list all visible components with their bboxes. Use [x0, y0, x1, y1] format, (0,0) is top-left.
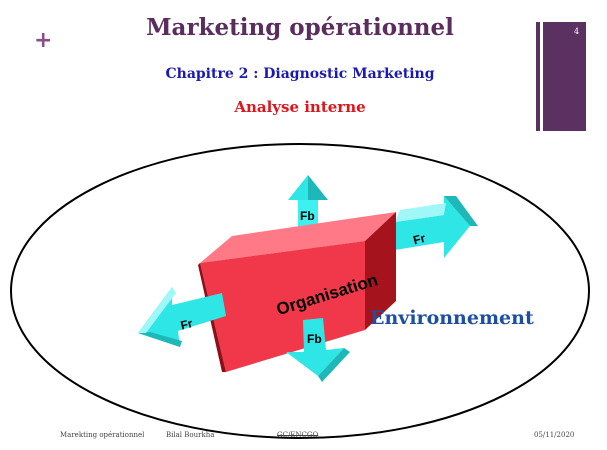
footer-date: 05/11/2020 [534, 431, 575, 439]
plus-icon: + [34, 28, 53, 53]
section-heading: Analyse interne [234, 98, 366, 116]
footer-org: GC/ENCGO [277, 431, 319, 439]
environment-ellipse [10, 143, 590, 439]
slide-number: 4 [574, 27, 580, 36]
arrow-up-label: Fb [300, 209, 315, 223]
slide-subtitle: Chapitre 2 : Diagnostic Marketing [165, 66, 435, 82]
organisation-box: Organisation [198, 212, 396, 372]
arrow-down: Fb [286, 318, 350, 382]
footer-author: Bilal Bourkha [166, 431, 215, 439]
arrow-right: Fr [395, 196, 478, 258]
arrow-left-label: Fr [179, 316, 194, 333]
accent-bar [543, 22, 586, 131]
arrow-right-label: Fr [412, 231, 427, 248]
slide-title: Marketing opérationnel [146, 14, 454, 41]
environment-label: Environnement [370, 307, 534, 329]
accent-bar-thin [536, 22, 540, 131]
arrow-down-label: Fb [307, 332, 322, 346]
arrow-left: Fr [138, 287, 226, 347]
footer-course: Marekting opérationnel [60, 431, 145, 439]
